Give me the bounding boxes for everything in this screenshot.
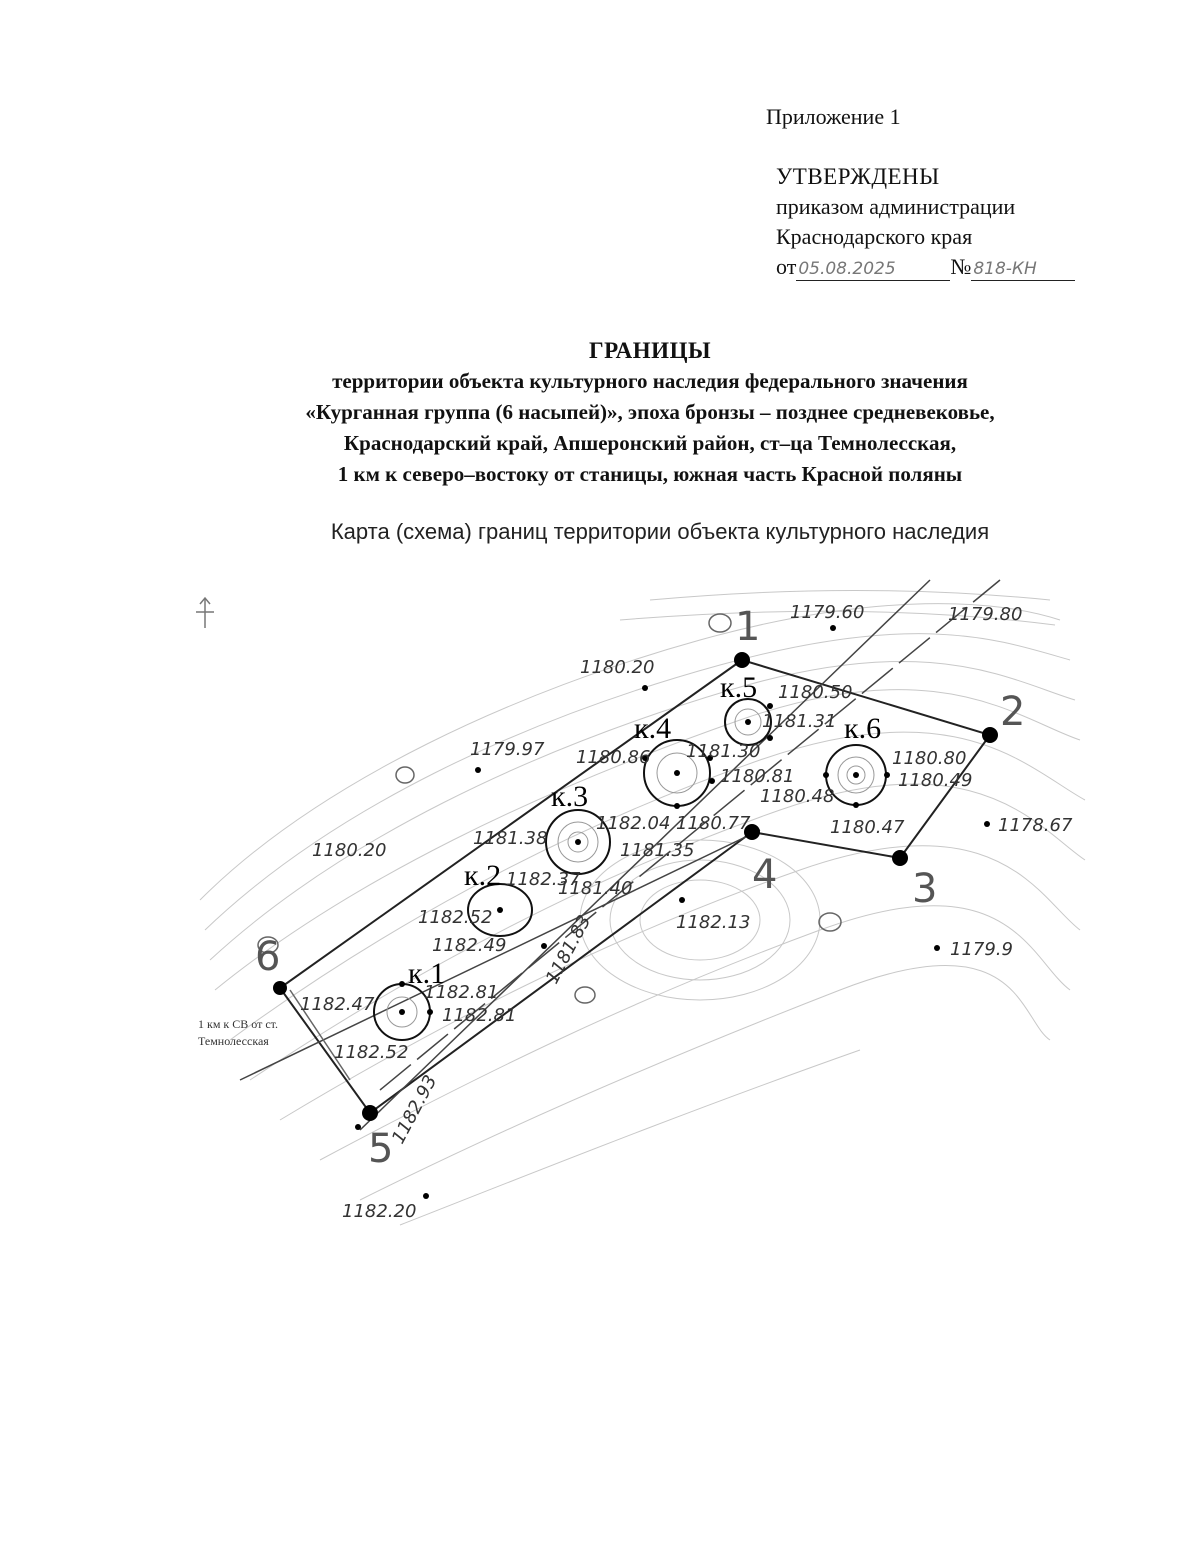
turning-point-3 [892,850,908,866]
elevation-label: 1182.20 [342,1201,416,1222]
document-heading: ГРАНИЦЫ территории объекта культурного н… [150,338,1150,490]
annex-label: Приложение 1 [766,104,901,129]
mound-inner-rings [386,708,875,1028]
elevation-label: 1179.9 [950,939,1013,960]
elevation-label: 1179.97 [470,739,545,760]
elevation-label: 1180.77 [676,813,751,834]
elevation-label: 1182.13 [676,912,750,933]
elevation-label: 1180.20 [312,840,386,861]
boundary-map: 1179.60 1179.80 1180.20 1180.50 1181.31 … [196,579,1086,1226]
elevation-label: 1180.47 [830,817,905,838]
approved-by-line-2: Краснодарского края [776,224,973,249]
mound-labels: к.1 к.2 к.3 к.4 к.5 к.6 [408,671,881,990]
mound-label-5: к.5 [720,671,757,704]
mound-label-1: к.1 [408,957,445,990]
location-note-line-1: 1 км к СВ от ст. [198,1017,278,1031]
elevation-label: 1181.35 [620,840,694,861]
mound-3-circle [545,809,611,875]
point-label-2: 2 [1000,689,1025,735]
turning-point-6 [273,981,287,995]
elevation-label: 1180.48 [760,786,834,807]
elevation-label: 1180.20 [580,657,654,678]
elevation-label: 1181.40 [558,878,632,899]
elevation-label: 1182.47 [300,994,375,1015]
elevation-label: 1181.31 [762,711,836,732]
access-lines [239,579,1001,1131]
north-arrow-icon [196,596,214,628]
elevation-label: 1182.93 [388,1072,441,1148]
point-label-4: 4 [752,852,777,898]
turning-point-5 [362,1105,378,1121]
point-label-6: 6 [255,934,280,980]
approval-block: УТВЕРЖДЕНЫ приказом администрации Красно… [776,162,1076,282]
turning-point-2 [982,727,998,743]
elevation-label: 1180.50 [778,682,852,703]
elevation-label: 1180.86 [576,747,650,768]
map-caption: Карта (схема) границ территории объекта … [330,519,990,544]
document-title: ГРАНИЦЫ [588,338,712,363]
mound-label-2: к.2 [464,859,501,892]
elevation-label: 1180.49 [898,770,972,791]
subtitle-line-2: «Курганная группа (6 насыпей)», эпоха бр… [305,400,995,424]
point-number-labels: 1 2 3 4 5 6 [255,604,1025,1172]
elevation-label: 1180.81 [720,766,794,787]
subtitle-line-4: 1 км к северо–востоку от станицы, южная … [337,462,963,486]
survey-dots [355,625,990,1199]
contour-lines [199,590,1086,1226]
elevation-label: 1181.30 [686,741,760,762]
elevation-label: 1182.81 [442,1005,516,1026]
elevation-label: 1182.81 [424,982,498,1003]
approval-date: 05.08.2025 [796,258,951,281]
point-label-3: 3 [912,866,937,912]
elevation-label: 1182.37 [506,869,581,890]
elevation-label: 1179.60 [790,602,864,623]
point-label-5: 5 [368,1126,393,1172]
open-markers [257,613,842,1004]
mound-2-circle [467,883,533,937]
mound-label-4: к.4 [634,712,671,745]
elevation-label: 1178.67 [998,815,1073,836]
subtitle-line-3: Краснодарский край, Апшеронский район, с… [343,431,957,455]
approved-title: УТВЕРЖДЕНЫ [776,164,940,189]
approved-by-line-1: приказом администрации [776,194,1016,219]
approval-number: 818-КН [971,258,1076,281]
subtitle-line-1: территории объекта культурного наследия … [332,369,968,393]
turning-point-4 [744,824,760,840]
number-prefix: № [950,254,972,279]
mound-label-6: к.6 [844,712,881,745]
date-prefix: от [776,254,797,279]
turning-point-1 [734,652,750,668]
elevation-label: 1180.80 [892,748,966,769]
elevation-label: 1182.52 [418,907,492,928]
elevation-label: 1179.80 [948,604,1022,625]
elevation-label: 1182.49 [432,935,506,956]
point-label-1: 1 [735,604,760,650]
elevation-label: 1181.38 [473,828,547,849]
turning-points [273,652,998,1121]
location-note-line-2: Темнолесская [198,1034,269,1048]
mound-label-3: к.3 [551,780,588,813]
elevation-label: 1182.04 [596,813,670,834]
mound-5-circle [724,698,772,746]
elevation-label: 1182.52 [334,1042,408,1063]
